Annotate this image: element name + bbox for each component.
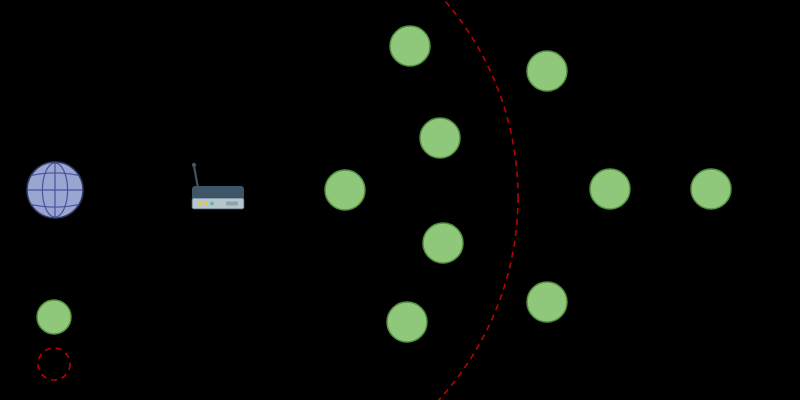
device-nodes <box>324 25 732 343</box>
globe-parallel-south <box>31 203 79 208</box>
router-light <box>210 201 214 206</box>
router-body <box>192 186 244 201</box>
node <box>422 222 464 264</box>
node <box>589 168 631 210</box>
globe-parallel-north <box>31 172 79 177</box>
router-light <box>204 201 208 206</box>
node <box>386 301 428 343</box>
node <box>419 117 461 159</box>
node <box>324 169 366 211</box>
legend <box>36 299 72 381</box>
legend-node-sample <box>36 299 72 335</box>
node <box>389 25 431 67</box>
node <box>526 50 568 92</box>
router-light <box>198 201 202 206</box>
router-antenna-tip <box>191 162 197 168</box>
node <box>526 281 568 323</box>
internet-globe-icon <box>26 161 84 219</box>
legend-range-sample <box>37 347 71 381</box>
router-antenna <box>192 164 200 190</box>
node <box>690 168 732 210</box>
router-face <box>191 197 245 210</box>
wireless-range-boundary <box>437 0 519 400</box>
router-slot <box>226 201 238 206</box>
wireless-range-circle <box>437 0 519 400</box>
wifi-router-icon <box>191 162 245 210</box>
